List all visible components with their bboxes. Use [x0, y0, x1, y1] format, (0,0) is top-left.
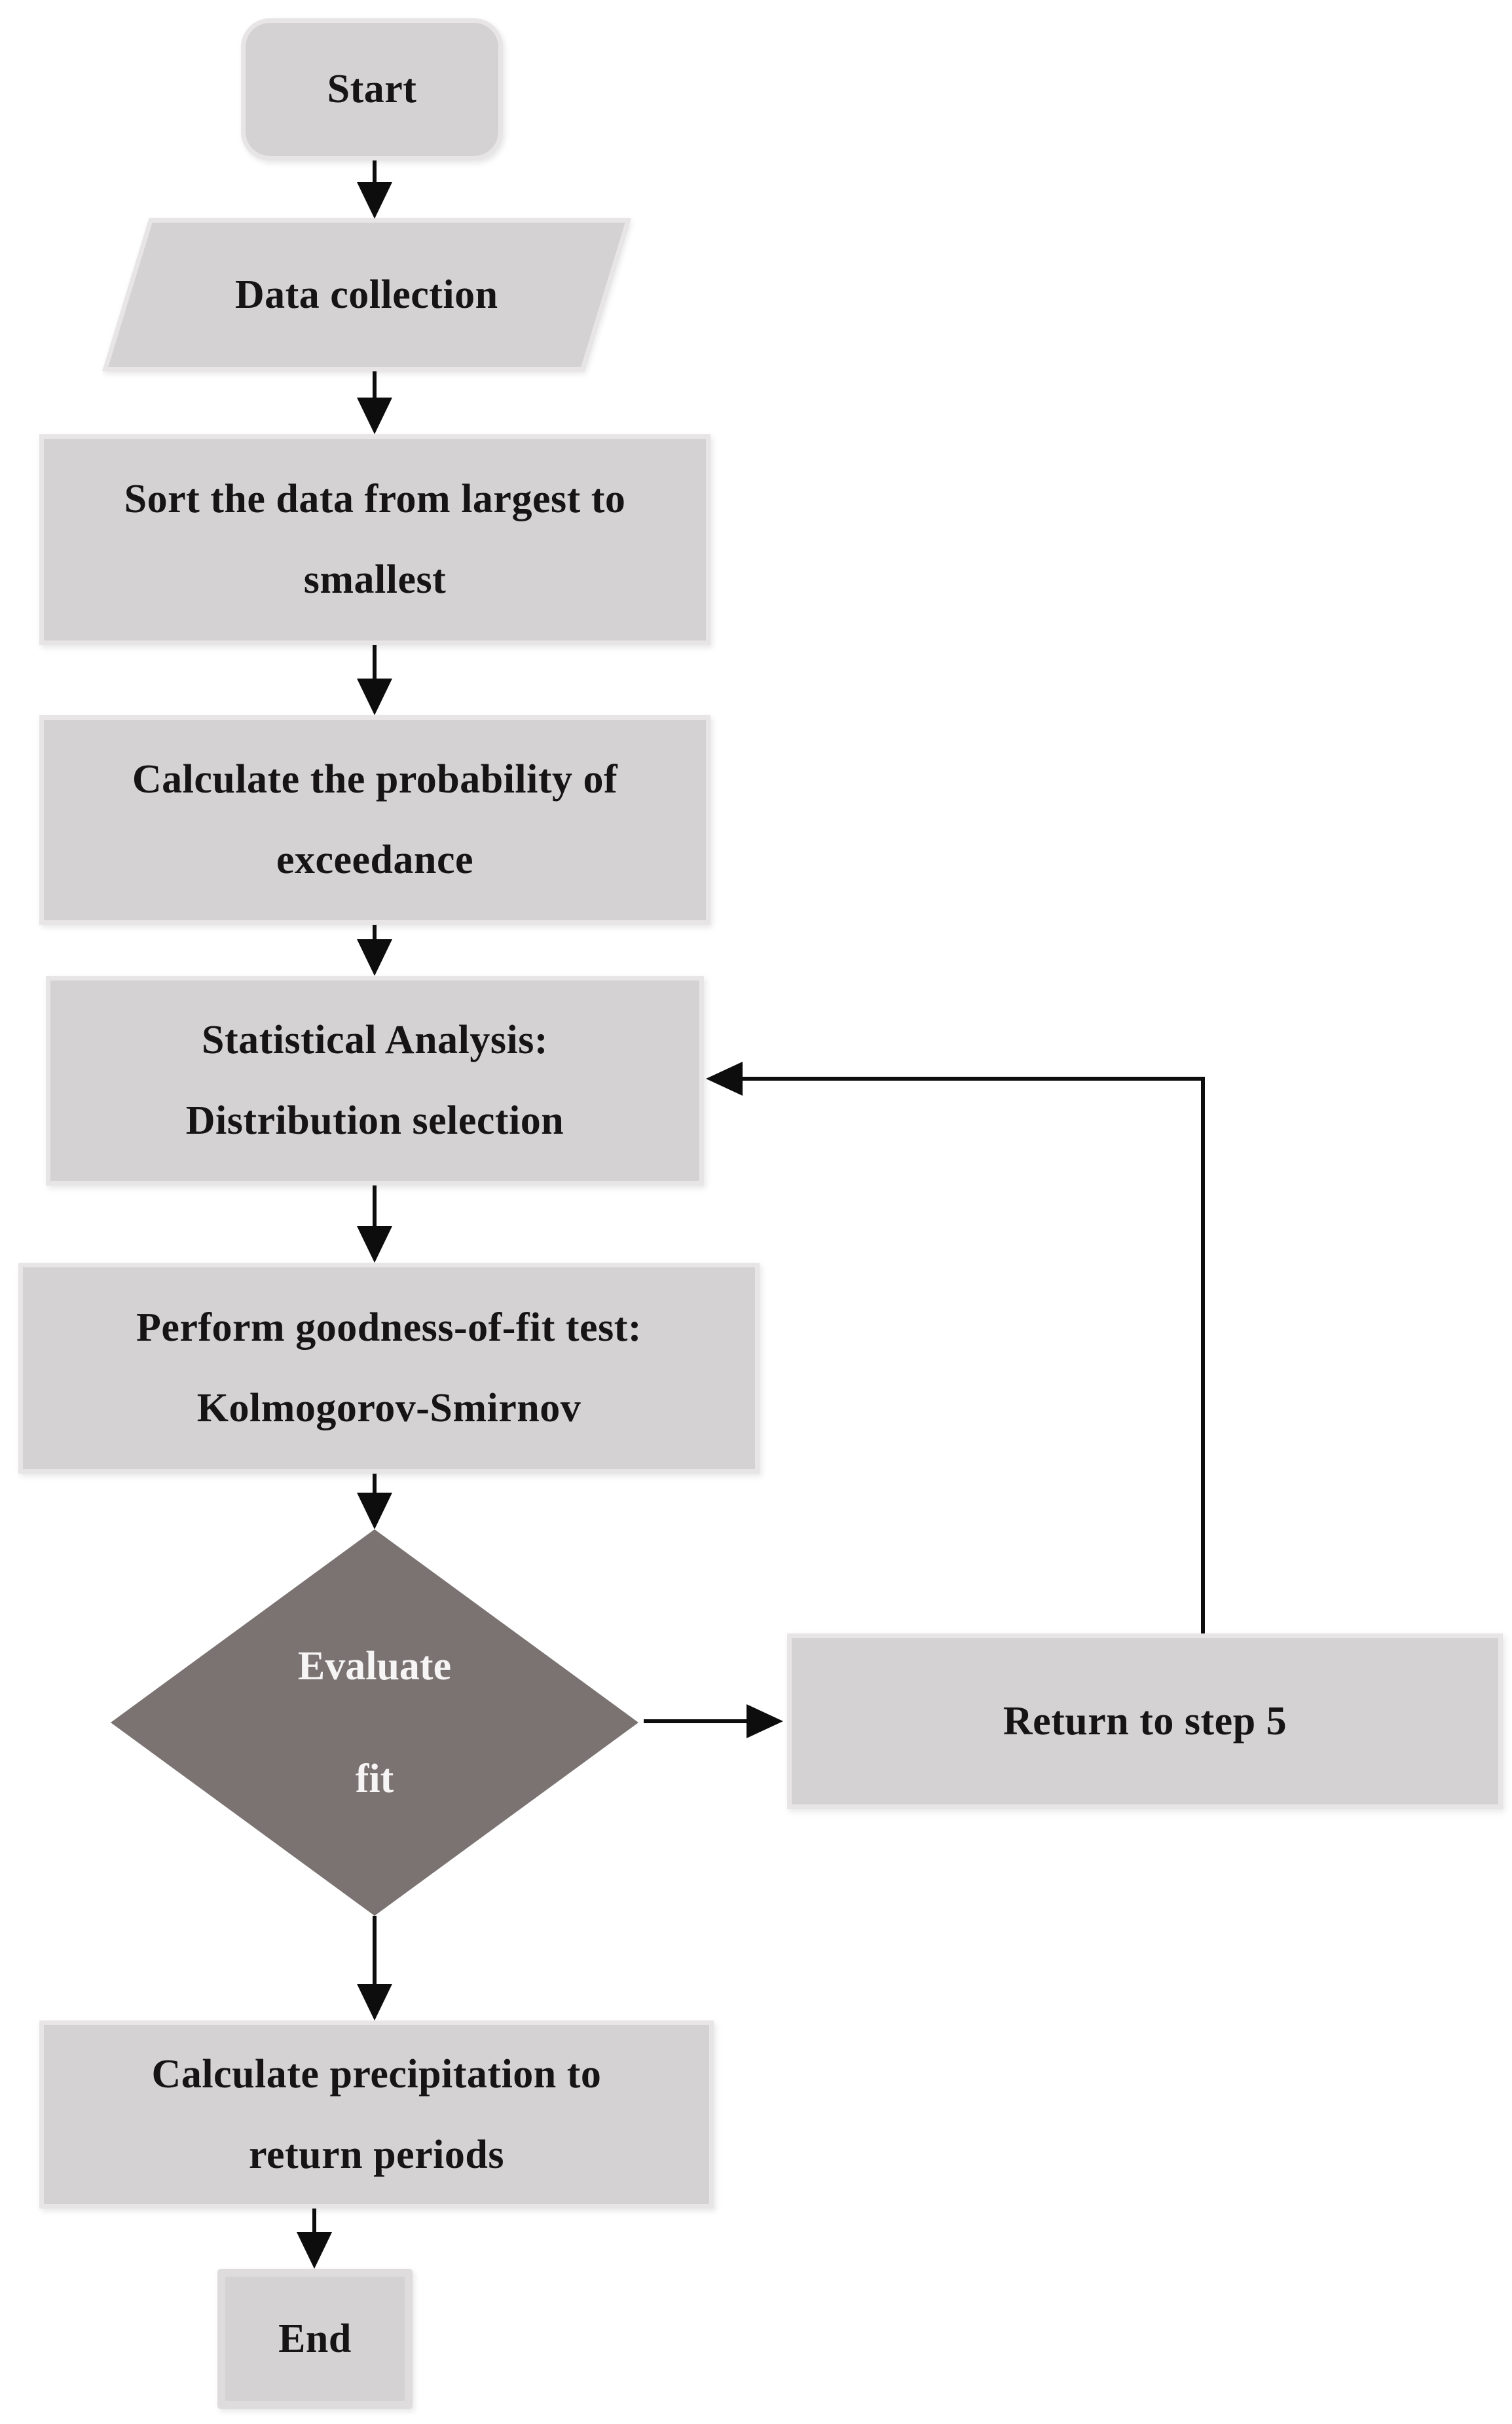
node-probability-line2: exceedance — [276, 838, 474, 882]
arrowhead-left-icon — [706, 1062, 743, 1096]
connector-line-vertical — [1201, 1079, 1205, 1633]
node-data-collection-label: Data collection — [235, 272, 498, 317]
node-goodness-of-fit: Perform goodness-of-fit test: Kolmogorov… — [18, 1263, 760, 1474]
connector-line — [373, 1185, 377, 1229]
arrowhead-down-icon — [297, 2232, 332, 2269]
arrowhead-down-icon — [357, 182, 392, 219]
connector-line — [373, 160, 377, 187]
node-sort-data-line1: Sort the data from largest to — [124, 477, 626, 521]
node-return-to-step5-label: Return to step 5 — [1003, 1698, 1287, 1743]
connector-line — [373, 1916, 377, 1987]
connector-line — [312, 2209, 316, 2235]
node-end: End — [217, 2269, 413, 2409]
arrowhead-down-icon — [357, 398, 392, 434]
node-probability: Calculate the probability of exceedance — [39, 715, 710, 925]
connector-line — [644, 1719, 750, 1723]
node-precipitation-line1: Calculate precipitation to — [151, 2051, 602, 2097]
node-evaluate-fit-label: Evaluate fit — [111, 1529, 638, 1916]
arrowhead-right-icon — [747, 1704, 783, 1738]
node-return-to-step5: Return to step 5 — [787, 1633, 1503, 1809]
node-goodness-of-fit-line2: Kolmogorov-Smirnov — [196, 1386, 581, 1430]
node-start-label: Start — [327, 67, 417, 111]
node-statistical-analysis-line1: Statistical Analysis: — [202, 1018, 548, 1062]
node-statistical-analysis: Statistical Analysis: Distribution selec… — [46, 976, 704, 1185]
node-data-collection: Data collection — [102, 218, 631, 371]
node-sort-data: Sort the data from largest to smallest — [39, 434, 710, 645]
node-evaluate-fit-line1: Evaluate — [297, 1644, 452, 1688]
connector-line — [373, 925, 377, 942]
node-precipitation-line2: return periods — [249, 2132, 504, 2177]
connector-line — [373, 1474, 377, 1496]
arrowhead-down-icon — [357, 1984, 392, 2021]
arrowhead-down-icon — [357, 1493, 392, 1529]
node-sort-data-line2: smallest — [303, 557, 447, 602]
node-goodness-of-fit-line1: Perform goodness-of-fit test: — [136, 1305, 642, 1350]
node-end-label: End — [278, 2316, 352, 2361]
node-statistical-analysis-line2: Distribution selection — [185, 1098, 564, 1143]
node-evaluate-fit-line2: fit — [355, 1757, 394, 1801]
node-probability-line1: Calculate the probability of — [132, 757, 618, 802]
arrowhead-down-icon — [357, 679, 392, 715]
node-start: Start — [241, 18, 503, 160]
node-precipitation: Calculate precipitation to return period… — [39, 2021, 714, 2209]
arrowhead-down-icon — [357, 939, 392, 976]
arrowhead-down-icon — [357, 1226, 392, 1263]
connector-line-horizontal — [743, 1077, 1205, 1081]
node-evaluate-fit: Evaluate fit — [111, 1529, 638, 1916]
connector-line — [373, 645, 377, 682]
connector-line — [373, 371, 377, 401]
